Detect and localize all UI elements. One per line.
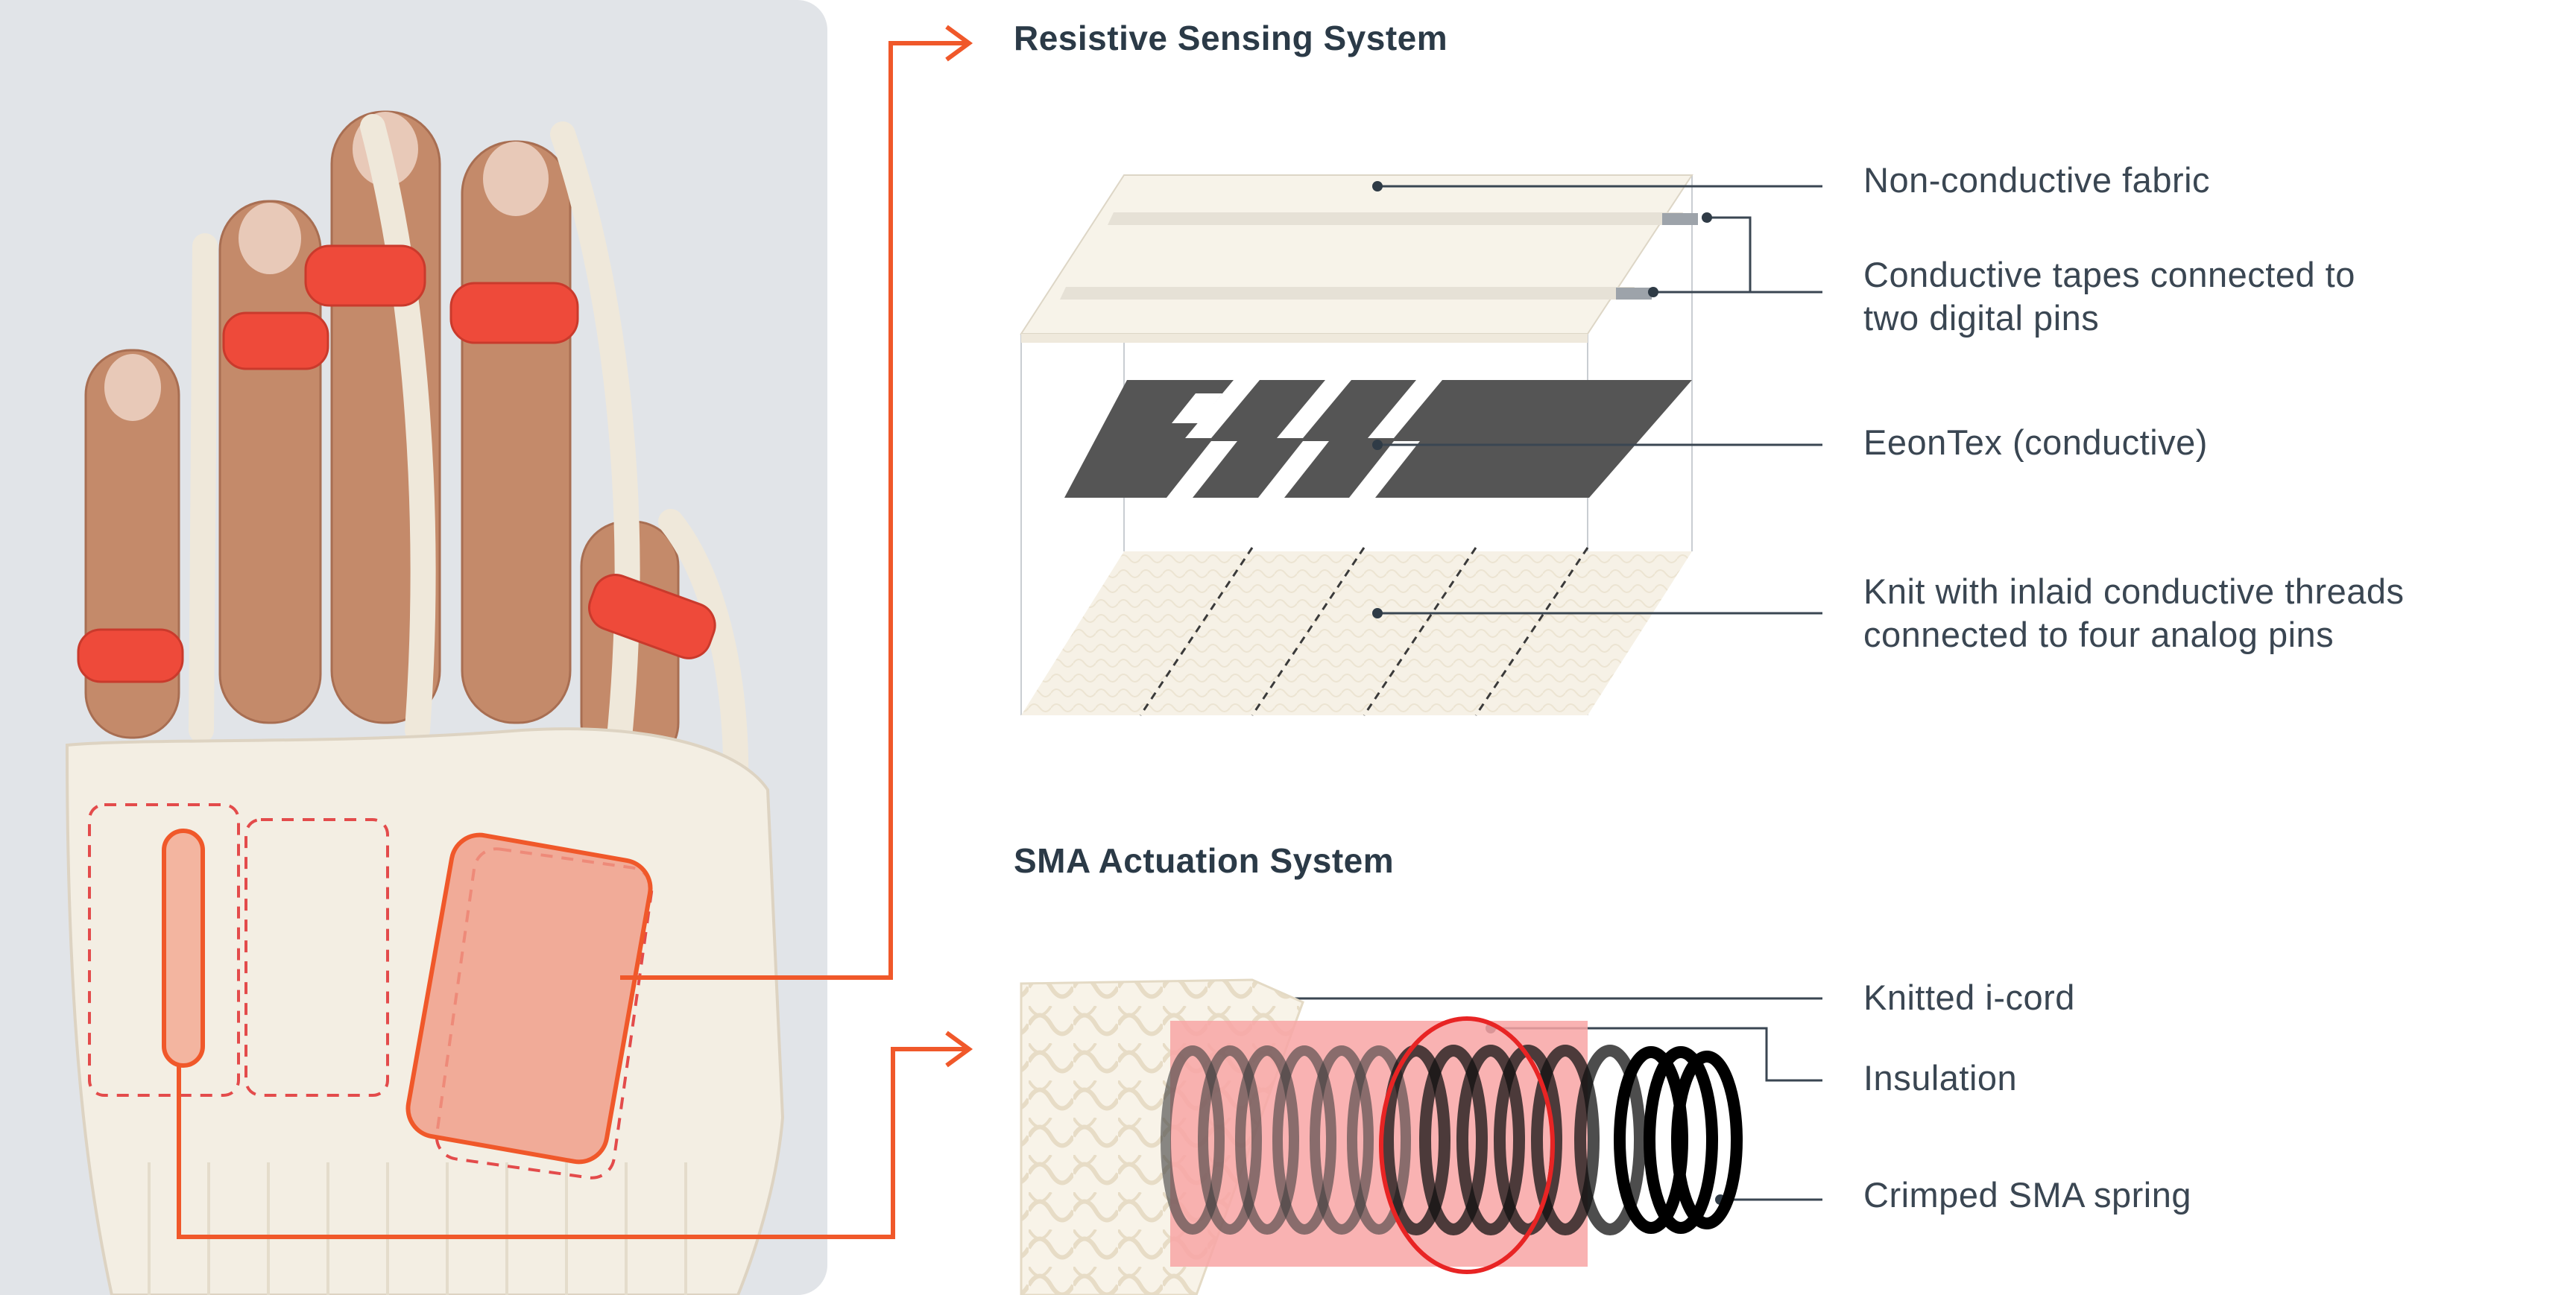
label-non-conductive-fabric: Non-conductive fabric — [1863, 160, 2211, 200]
label-knit-2: connected to four analog pins — [1863, 615, 2334, 654]
label-knit-1: Knit with inlaid conductive threads — [1863, 571, 2405, 611]
label-knitted-icord: Knitted i-cord — [1863, 978, 2075, 1017]
sma-diagram — [1020, 978, 1743, 1295]
label-sma-spring: Crimped SMA spring — [1863, 1175, 2191, 1215]
label-insulation: Insulation — [1863, 1058, 2018, 1098]
sensor-highlight — [405, 832, 653, 1165]
connector-lines — [177, 25, 973, 1239]
label-conductive-tapes-1: Conductive tapes connected to — [1863, 255, 2355, 294]
sma-highlight — [162, 829, 205, 1068]
sensing-title: Resistive Sensing System — [1014, 19, 1448, 57]
label-conductive-tapes-2: two digital pins — [1863, 298, 2100, 338]
sensing-diagram — [1020, 174, 1822, 1205]
glove-photo — [0, 0, 827, 1295]
label-eeontex: EeonTex (conductive) — [1863, 422, 2208, 462]
actuation-title: SMA Actuation System — [1014, 841, 1395, 880]
